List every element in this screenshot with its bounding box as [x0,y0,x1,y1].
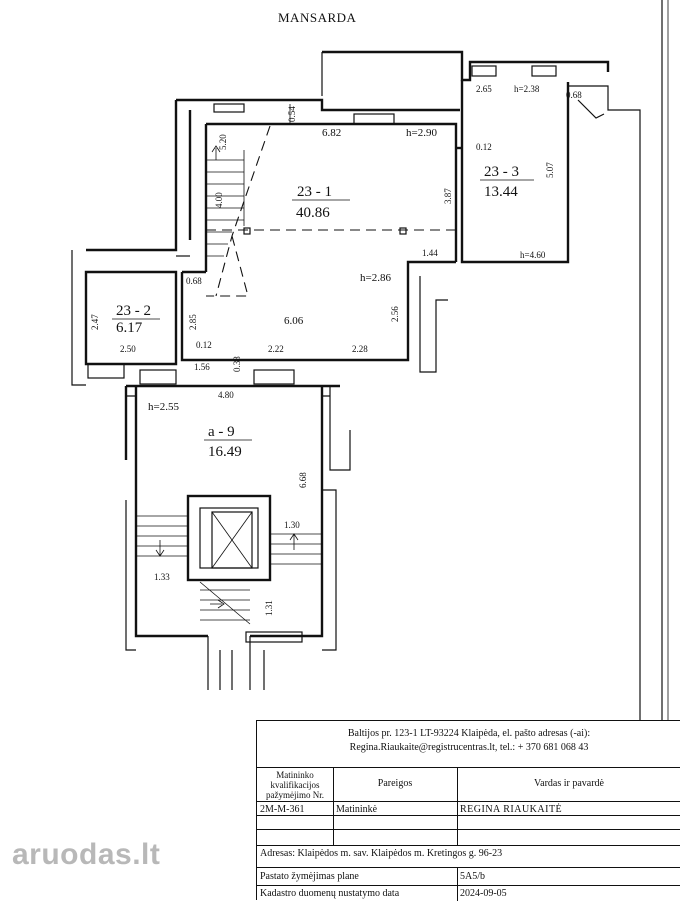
dim-2-50: 2.50 [120,344,136,354]
room-a-9-id: a - 9 [208,424,235,440]
plan-title: MANSARDA [278,10,357,25]
dim-3-87: 3.87 [443,188,453,204]
header-position: Pareigos [377,778,413,789]
dim-0-38: 0.38 [232,356,242,372]
header-name: Vardas ir pavardė [534,778,604,789]
plan-value: 5A5/b [460,871,485,882]
room-23-2-area: 6.17 [116,320,143,336]
dim-0-54: 0.54 [287,106,297,122]
right-annex [419,138,641,720]
upper-walls [86,50,641,272]
dim-4-00: 4.00 [214,192,224,208]
dim-2-47: 2.47 [90,314,100,330]
room-23-3-id: 23 - 3 [484,164,519,180]
dim-h-2-86: h=2.86 [360,272,391,284]
dim-h-2-55: h=2.55 [148,401,179,413]
dim-h-2-90: h=2.90 [406,127,437,139]
room-23-1-area: 40.86 [296,205,330,221]
room-a-9-walls [124,369,351,690]
dim-5-20: 5.20 [218,134,228,150]
dim-1-31: 1.31 [264,600,274,616]
dim-h-4-60: h=4.60 [520,250,546,260]
surveyor-name: REGINA RIAUKAITĖ [460,804,563,815]
dim-0-12-mid: 0.12 [196,340,212,350]
dim-5-07: 5.07 [545,162,555,178]
room-a-9-area: 16.49 [208,444,242,460]
dim-2-56: 2.56 [390,306,400,322]
certificate-number: 2M-M-361 [260,804,305,815]
room-23-2-id: 23 - 2 [116,303,151,319]
dim-2-28: 2.28 [352,344,368,354]
watermark-logo: aruodas.lt [12,838,161,871]
dim-4-80: 4.80 [218,390,234,400]
dim-2-65: 2.65 [476,84,492,94]
address-line-2: Regina.Riaukaite@registrucentras.lt, tel… [349,742,589,753]
dim-6-68: 6.68 [298,472,308,488]
dim-0-12-top: 0.12 [476,142,492,152]
room-23-1-walls [180,125,462,362]
room-23-1-id: 23 - 1 [297,184,332,200]
dim-1-30: 1.30 [284,520,300,530]
header-certificate: Matininko kvalifikacijos pažymėjimo Nr. [266,770,324,800]
property-address: Adresas: Klaipėdos m. sav. Klaipėdos m. … [260,848,503,859]
dim-1-44: 1.44 [422,248,438,258]
lower-stairs [136,515,322,625]
date-value: 2024-09-05 [460,888,507,899]
title-block: Baltijos pr. 123-1 LT-93224 Klaipėda, el… [256,720,680,901]
surveyor-position: Matininkė [336,804,378,815]
plan-label: Pastato žymėjimas plane [260,871,359,882]
dim-h-2-38: h=2.38 [514,84,540,94]
dim-2-85: 2.85 [188,314,198,330]
room-23-2-walls [71,250,178,386]
address-line-1: Baltijos pr. 123-1 LT-93224 Klaipėda, el… [347,728,591,739]
elevator-shaft [186,494,272,582]
dim-0-68-mid: 0.68 [186,276,202,286]
dim-1-56: 1.56 [194,362,210,372]
date-label: Kadastro duomenų nustatymo data [260,888,400,899]
dim-6-82: 6.82 [322,127,341,139]
dim-0-68-top: 0.68 [566,90,582,100]
dim-1-33: 1.33 [154,572,170,582]
dim-6-06: 6.06 [284,315,304,327]
room-23-3-area: 13.44 [484,184,518,200]
dim-2-22: 2.22 [268,344,284,354]
upper-stair [206,145,245,257]
